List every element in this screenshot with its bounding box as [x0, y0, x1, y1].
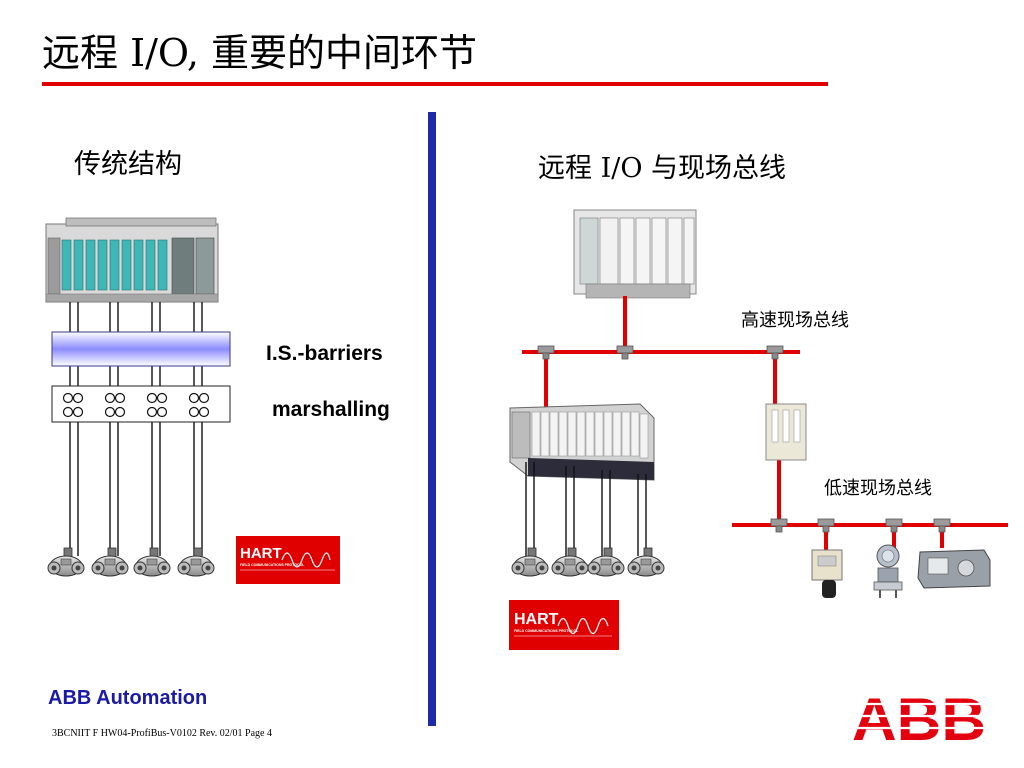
high-speed-fieldbus-label: 高速现场总线: [741, 310, 849, 331]
svg-text:ABB: ABB: [852, 686, 986, 753]
svg-text:FIELD COMMUNICATIONS PROTOCOL: FIELD COMMUNICATIONS PROTOCOL: [514, 629, 579, 633]
column-divider: [428, 112, 436, 726]
footer-company: ABB Automation: [48, 687, 208, 709]
title-underline: [42, 82, 828, 86]
bus-tee: [885, 518, 903, 533]
bus-tee: [616, 345, 634, 360]
low-speed-fieldbus: [732, 523, 1008, 550]
right-section-heading: 远程 I/O 与现场总线: [538, 153, 787, 184]
bus-tee: [817, 518, 835, 533]
field-devices-right: [511, 547, 665, 577]
fieldbus-transmitter: [811, 549, 843, 598]
bus-tee: [770, 518, 788, 533]
bus-coupler: [765, 403, 807, 461]
marshalling-panel: [51, 385, 231, 423]
field-wires-right: [525, 462, 647, 556]
hart-logo-left: HART FIELD COMMUNICATIONS PROTOCOL: [236, 536, 340, 584]
remote-io-station: [509, 403, 655, 481]
hart-logo-right: HART FIELD COMMUNICATIONS PROTOCOL: [509, 600, 619, 650]
bus-tee: [766, 345, 784, 360]
svg-text:HART: HART: [240, 545, 282, 562]
marshalling-label: marshalling: [272, 398, 390, 421]
is-barriers-label: I.S.-barriers: [266, 342, 383, 365]
left-section-heading: 传统结构: [74, 149, 182, 180]
is-barriers-block: [51, 331, 231, 367]
low-speed-fieldbus-label: 低速现场总线: [824, 478, 932, 499]
high-speed-fieldbus: [522, 296, 800, 524]
bus-tee: [537, 345, 555, 360]
controller-rack: [573, 209, 697, 299]
field-devices-left: [47, 547, 215, 577]
plc-rack: [45, 217, 219, 303]
svg-text:HART: HART: [514, 611, 559, 628]
svg-text:FIELD COMMUNICATIONS PROTOCOL: FIELD COMMUNICATIONS PROTOCOL: [240, 563, 305, 567]
abb-logo: ABB: [848, 686, 990, 753]
footer-document-ref: 3BCNIIT F HW04-ProfiBus-V0102 Rev. 02/01…: [52, 728, 272, 739]
fieldbus-pressure-transmitter: [873, 544, 903, 598]
fieldbus-positioner: [917, 549, 991, 589]
page-title: 远程 I/O, 重要的中间环节: [42, 31, 477, 75]
bus-tee: [933, 518, 951, 533]
